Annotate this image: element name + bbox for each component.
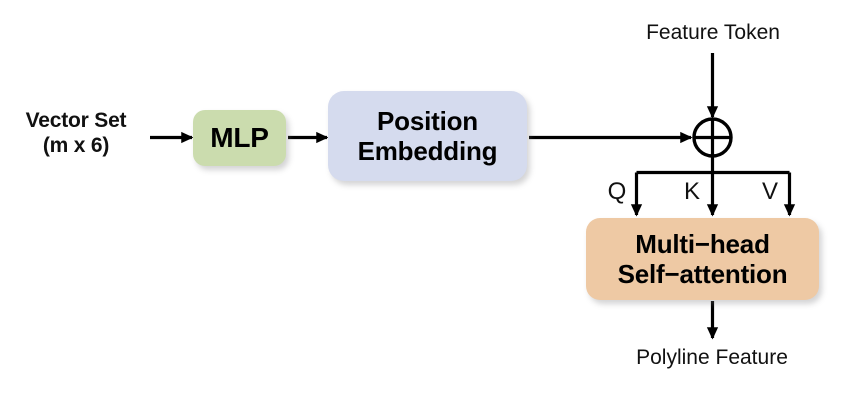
node-mlp[interactable]: MLP — [193, 110, 286, 166]
feature-token-label: Feature Token — [646, 21, 780, 44]
query-label: Q — [607, 178, 627, 205]
key-label: K — [683, 178, 700, 205]
output-label: Polyline Feature — [636, 346, 788, 369]
node-multi-head-self-attention[interactable]: Multi−head Self−attention — [586, 218, 819, 300]
input-label: Vector Set (m x 6) — [25, 109, 127, 158]
plus-circle-icon — [692, 117, 733, 158]
value-label: V — [761, 178, 778, 205]
node-position-embedding[interactable]: Position Embedding — [328, 91, 527, 181]
